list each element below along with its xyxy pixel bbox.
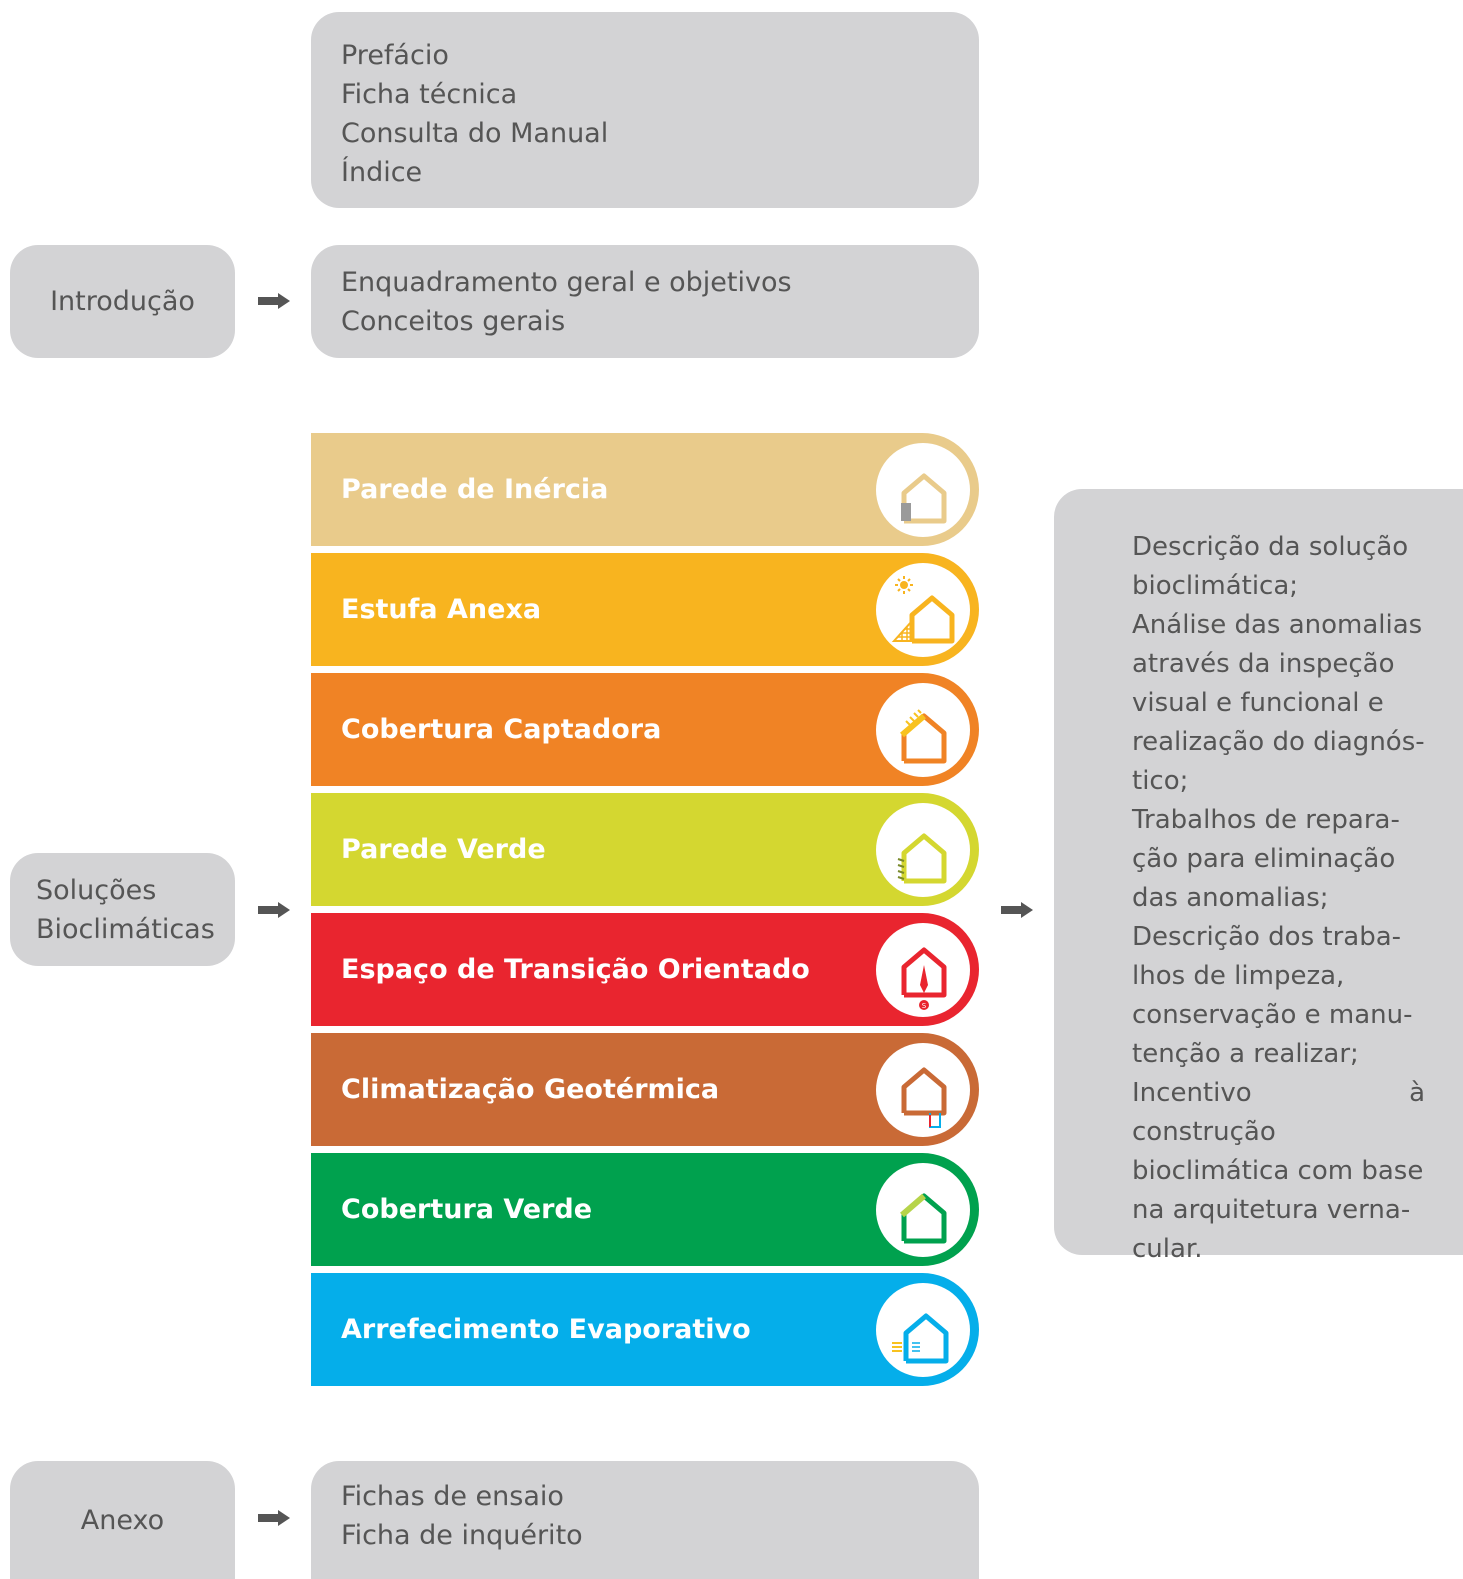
- introducao-item: Conceitos gerais: [341, 306, 566, 337]
- solution-bar-cobertura-captadora: Cobertura Captadora: [311, 673, 979, 786]
- solucoes-label-line: Bioclimáticas: [36, 913, 215, 945]
- solution-description-box: Descrição da solução bioclimática; Análise…: [1054, 489, 1463, 1264]
- svg-text:S: S: [922, 1002, 927, 1010]
- solution-bar-label: Cobertura Verde: [341, 1194, 593, 1225]
- solution-bar-label: Arrefecimento Evaporativo: [341, 1314, 751, 1345]
- front-matter-item: Consulta do Manual: [341, 118, 609, 149]
- green-roof-house-icon: [876, 1163, 970, 1257]
- anexo-items-box: Fichas de ensaio Ficha de inquérito: [311, 1461, 979, 1579]
- solution-description-line: Análise das anomalias: [1132, 610, 1423, 640]
- solution-description-line: Descrição dos traba-: [1132, 922, 1402, 952]
- introducao-item: Enquadramento geral e objetivos: [341, 267, 792, 298]
- front-matter-box: Prefácio Ficha técnica Consulta do Manua…: [311, 12, 979, 208]
- green-wall-house-icon: [876, 803, 970, 897]
- solution-bar-estufa-anexa: Estufa Anexa: [311, 553, 979, 666]
- solution-description-line: tico;: [1132, 766, 1189, 796]
- solution-description-line: Descrição da solução: [1132, 532, 1409, 562]
- solution-bar-label: Cobertura Captadora: [341, 714, 662, 745]
- solution-bar-label: Parede de Inércia: [341, 474, 609, 505]
- collector-roof-house-icon: [876, 683, 970, 777]
- geothermal-house-icon: [876, 1043, 970, 1137]
- solution-description-line: Incentivo à construção: [1132, 1078, 1425, 1147]
- solution-description-line: através da inspeção: [1132, 649, 1395, 679]
- solution-bar-label: Estufa Anexa: [341, 594, 542, 625]
- solution-description-line: lhos de limpeza,: [1132, 961, 1345, 991]
- solution-bar-arrefecimento-evaporativo: Arrefecimento Evaporativo: [311, 1273, 979, 1386]
- arrow-right-icon: [258, 293, 290, 309]
- solution-bar-parede-verde: Parede Verde: [311, 793, 979, 906]
- solution-description-line: visual e funcional e: [1132, 688, 1384, 718]
- arrow-right-icon: [258, 902, 290, 918]
- introducao-items-box: Enquadramento geral e objetivos Conceito…: [311, 245, 979, 358]
- solution-bar-label: Parede Verde: [341, 834, 546, 865]
- solution-description-line: das anomalias;: [1132, 883, 1329, 913]
- solution-description-line: realização do diagnós-: [1132, 727, 1425, 757]
- solucoes-label-box: Soluções Bioclimáticas: [10, 853, 235, 966]
- front-matter-item: Índice: [341, 157, 423, 188]
- anexo-item: Fichas de ensaio: [341, 1481, 564, 1512]
- anexo-label: Anexo: [80, 1504, 165, 1536]
- solution-description-line: conservação e manu-: [1132, 1000, 1413, 1030]
- front-matter-item: Ficha técnica: [341, 79, 518, 110]
- solution-bar-parede-inercia: Parede de Inércia: [311, 433, 979, 546]
- arrow-right-icon: [1001, 902, 1033, 918]
- anexo-label-box: Anexo: [10, 1461, 235, 1579]
- attached-greenhouse-house-icon: [876, 563, 970, 657]
- solution-bar-label: Climatização Geotérmica: [341, 1074, 720, 1105]
- solution-description-line: bioclimática;: [1132, 571, 1299, 601]
- solucoes-label-line: Soluções: [36, 874, 157, 906]
- thermal-mass-wall-house-icon: [876, 443, 970, 537]
- solution-description-line: bioclimática com base: [1132, 1156, 1424, 1186]
- arrow-right-icon: [258, 1510, 290, 1526]
- oriented-transition-space-house-icon: S: [876, 923, 970, 1017]
- evaporative-cooling-house-icon: [876, 1283, 970, 1377]
- solution-description-line: ção para eliminação: [1132, 844, 1396, 874]
- solution-description-line: tenção a realizar;: [1132, 1039, 1359, 1069]
- solution-description-line: cular.: [1132, 1234, 1203, 1264]
- introducao-label: Introdução: [50, 286, 195, 317]
- solution-bar-climatizacao-geotermica: Climatização Geotérmica: [311, 1033, 979, 1146]
- solution-description-line: na arquitetura verna-: [1132, 1195, 1411, 1225]
- solution-bar-espaco-transicao: Espaço de Transição Orientado S: [311, 913, 979, 1026]
- solution-bar-cobertura-verde: Cobertura Verde: [311, 1153, 979, 1266]
- introducao-label-box: Introdução: [10, 245, 235, 358]
- front-matter-item: Prefácio: [341, 40, 449, 71]
- solution-bar-label: Espaço de Transição Orientado: [341, 954, 810, 985]
- anexo-item: Ficha de inquérito: [341, 1520, 583, 1551]
- solution-description-line: Trabalhos de repara-: [1132, 805, 1400, 835]
- solution-description-text: Descrição da solução bioclimática; Análise…: [1132, 528, 1425, 1269]
